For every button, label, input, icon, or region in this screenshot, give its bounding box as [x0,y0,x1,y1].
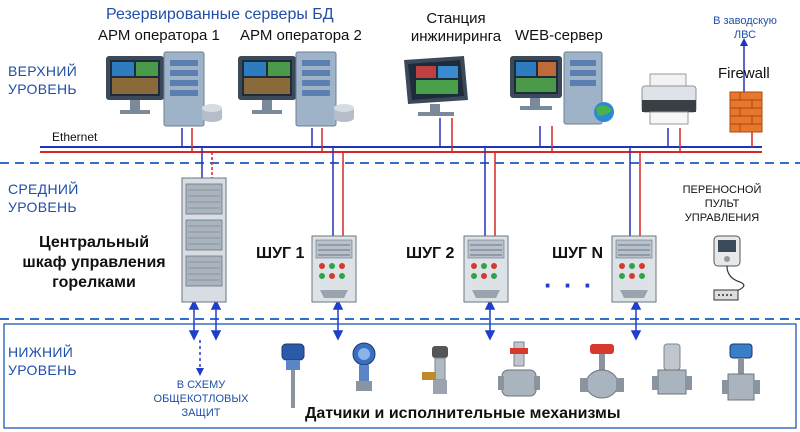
shug-n-label: ШУГ N [552,245,604,262]
ethernet-label: Ethernet [52,130,98,144]
redundant-servers-title: Резервированные серверы БД [106,6,334,23]
shug-n-cabinet-icon [611,235,657,303]
actuator-valve-icon [722,343,760,401]
portable-panel-label: ПЕРЕНОСНОЙ ПУЛЬТ УПРАВЛЕНИЯ [682,184,762,224]
lower-level-frame [3,323,797,429]
shug-2-cabinet-icon [463,235,509,303]
portable-panel-icon [713,235,745,301]
operator-workstation-2-icon [238,51,354,127]
lower-level-label: НИЖНИЙ УРОВЕНЬ [8,344,77,378]
shug-2-label: ШУГ 2 [406,245,455,262]
factory-lan-label: В заводскую ЛВС [713,15,777,41]
ellipsis-dots: · · · [544,270,595,300]
web-server-icon [510,51,614,125]
level-gauge-icon [422,346,448,394]
upper-level-label: ВЕРХНИЙ УРОВЕНЬ [8,63,78,97]
flow-meter-icon [498,341,540,397]
shug-1-cabinet-icon [311,235,357,303]
gate-valve-icon [652,343,692,395]
middle-level-label: СРЕДНИЙ УРОВЕНЬ [8,181,79,215]
firewall-label: Firewall [718,65,770,82]
firewall-icon [729,91,763,133]
arm-operator-1-label: АРМ оператора 1 [98,27,220,44]
control-valve-icon [580,344,624,399]
pressure-transmitter-icon [352,342,376,391]
operator-workstation-1-icon [106,51,222,127]
engineering-station-icon [404,56,468,116]
boiler-protection-label: В СХЕМУ ОБЩЕКОТЛОВЫХ ЗАЩИТ [153,379,249,419]
central-cabinet-label: Центральный шкаф управления горелками [22,234,166,291]
shug-1-label: ШУГ 1 [256,245,305,262]
devices-caption: Датчики и исполнительные механизмы [305,405,621,422]
arm-operator-2-label: АРМ оператора 2 [240,27,362,44]
engineering-station-label: Станция инжиниринга [410,10,502,45]
web-server-label: WEB-сервер [515,27,603,44]
central-cabinet-icon [181,177,227,303]
temperature-sensor-icon [281,343,305,408]
printer-icon [641,73,697,125]
